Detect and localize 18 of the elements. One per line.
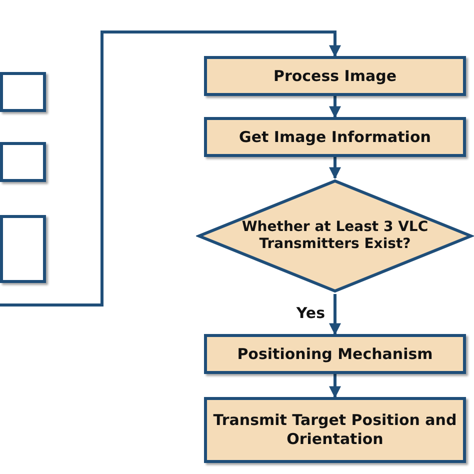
process-box [204,397,466,463]
empty-box [0,215,46,283]
arrow [329,96,341,118]
arrow [329,294,341,336]
empty-box [0,72,46,112]
decision-diamond [196,178,474,294]
process-box [204,117,466,157]
process-box [204,56,466,96]
arrow [0,30,341,306]
step-text: Process Image [273,66,397,86]
decision-text: Whether at Least 3 VLC Transmitters Exist? [240,218,430,254]
arrow [329,157,341,180]
step-text: Transmit Target Position and Orientation [212,411,458,449]
empty-box [0,142,46,182]
process-box [204,334,466,374]
step-text: Get Image Information [239,128,431,146]
step-text: Positioning Mechanism [237,344,433,364]
arrow [329,374,341,398]
